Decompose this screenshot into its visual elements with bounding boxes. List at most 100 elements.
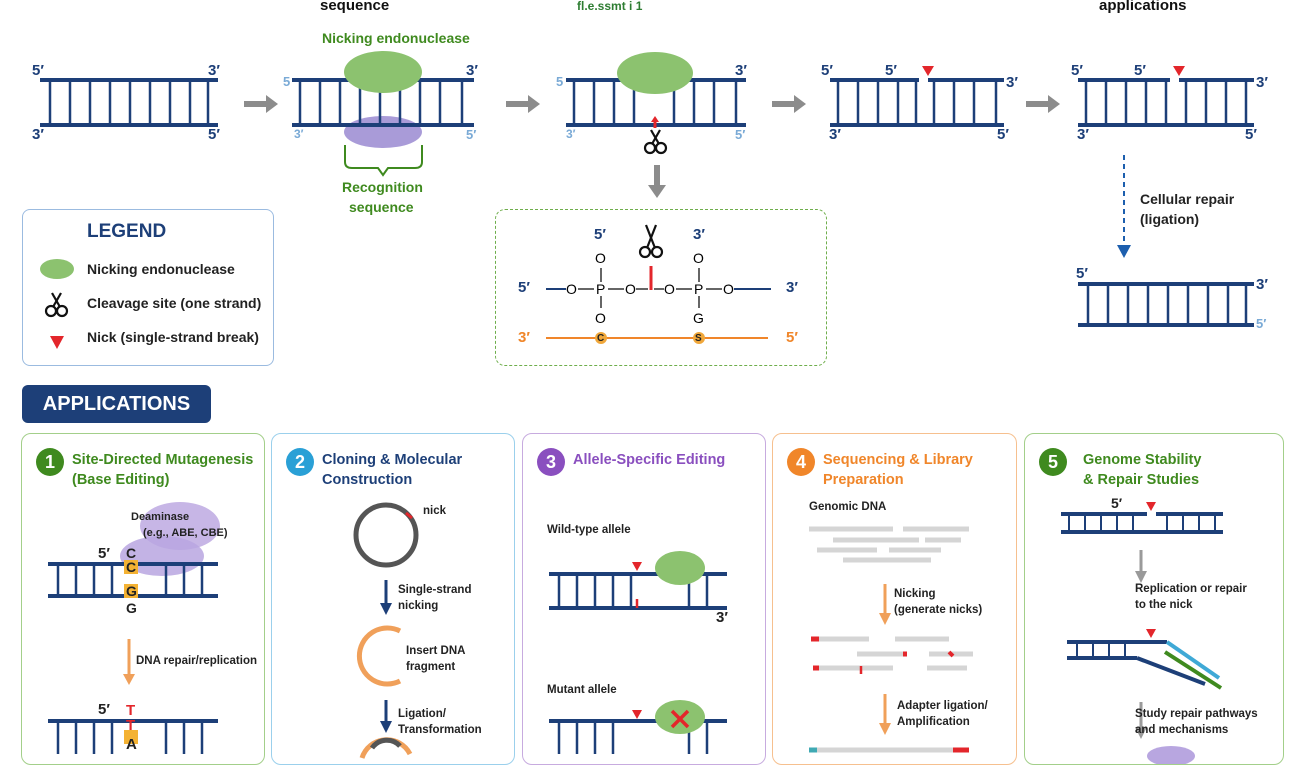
app-card-sequencing: 4 Sequencing & Library Preparation Genom… — [772, 433, 1017, 765]
s6-5prime-top: 5′ — [1076, 265, 1088, 282]
zoom-3prime-top: 3′ — [693, 226, 705, 243]
zoom-5prime-right: 5′ — [786, 329, 798, 346]
down-arrow-icon — [380, 700, 392, 733]
legend-label-nick: Nick (single-strand break) — [87, 329, 259, 345]
recognition-oval-icon — [344, 116, 422, 148]
nicking-enzyme-oval-icon — [344, 51, 422, 93]
red-triangle-icon — [50, 336, 64, 349]
s5-5prime-top-left: 5′ — [1071, 62, 1083, 79]
dna-stage6 — [1078, 282, 1254, 327]
card-number: 4 — [787, 448, 815, 476]
genomic-dna-label: Genomic DNA — [809, 501, 887, 513]
base-editing-diagram — [48, 502, 220, 754]
base-bot-3: A — [126, 736, 137, 753]
deaminase-label: Deaminase — [131, 511, 190, 523]
header-sequence: sequence — [320, 0, 390, 14]
base-c-dot — [595, 332, 607, 344]
legend-icons — [40, 259, 74, 349]
s6-3prime-top: 3′ — [1256, 276, 1268, 293]
nick-triangle-icon — [632, 710, 642, 719]
zoom-3prime-left: 3′ — [518, 329, 530, 346]
dna-stage3 — [566, 52, 746, 155]
legend-label-cleavage: Cleavage site (one strand) — [87, 295, 262, 311]
s4-3prime-bot: 3′ — [829, 126, 841, 143]
card-title-line1: Genome Stability — [1083, 452, 1202, 468]
nick-label: nick — [423, 505, 447, 517]
zoom-5prime-left: 5′ — [518, 279, 530, 296]
card-title-line2: (Base Editing) — [72, 472, 170, 488]
card-title-line2: Construction — [322, 472, 413, 488]
s6-5prime-bot: 5′ — [1256, 316, 1267, 331]
base-bot-2: T — [126, 717, 136, 734]
open-plasmid-icon — [356, 625, 402, 687]
s3-3prime-top: 3′ — [735, 62, 747, 79]
card1-5prime: 5′ — [98, 545, 110, 562]
legend-label-enzyme: Nicking endonuclease — [87, 261, 235, 277]
card2-step3-l1: Ligation/ — [398, 708, 446, 720]
repair-label-2: (ligation) — [1140, 211, 1200, 227]
down-arrow-icon — [879, 694, 891, 735]
s2-5prime-bot: 5′ — [466, 127, 477, 142]
arrow-down-icon — [648, 165, 666, 198]
s5-3prime-bot: 3′ — [1077, 126, 1089, 143]
header-garbled: fl.e.ssmt i 1 — [577, 0, 643, 13]
card-title-line2: Preparation — [823, 472, 904, 488]
card1-5prime-bottom: 5′ — [98, 701, 110, 718]
card2-step1-l1: Single-strand — [398, 584, 472, 596]
s3-3prime-bot: 3′ — [566, 127, 576, 141]
base-s-dot — [693, 332, 705, 344]
zoom-3prime-right: 3′ — [786, 279, 798, 296]
card3-3prime: 3′ — [716, 609, 728, 626]
base-top-1: C — [126, 545, 137, 561]
header-applications: applications — [1099, 0, 1187, 14]
s1-5prime-bot: 5′ — [208, 126, 220, 143]
card4-step1-l2: (generate nicks) — [894, 604, 983, 616]
s5-5prime-bot: 5′ — [1245, 126, 1257, 143]
arrow-right-icon — [772, 95, 806, 113]
base-top-2: C — [126, 559, 137, 575]
card-number: 2 — [286, 448, 314, 476]
app-card-cloning: 2 Cloning & Molecular Construction nick … — [271, 433, 515, 765]
card5-step1-l1: Replication or repair — [1135, 583, 1247, 595]
phosphodiester-diagram — [546, 224, 771, 344]
dna-stage5 — [1078, 66, 1254, 127]
card-title-line2: & Repair Studies — [1083, 472, 1200, 488]
atom-o4: O — [595, 310, 606, 326]
s2-5prime-top: 5 — [283, 74, 291, 89]
scissors-icon — [44, 292, 69, 318]
card2-step2-l1: Insert DNA — [406, 645, 466, 657]
s1-3prime-bot: 3′ — [32, 126, 44, 143]
legend-title: LEGEND — [87, 221, 167, 242]
card5-step1-l2: to the nick — [1135, 599, 1193, 611]
atom-o3: O — [625, 281, 636, 297]
recognition-label-2: sequence — [349, 199, 414, 215]
s3-5prime-bot: 5′ — [735, 127, 746, 142]
card2-step1-l2: nicking — [398, 600, 439, 612]
nick-triangle-icon — [632, 562, 642, 571]
card-number: 3 — [537, 448, 565, 476]
nick-triangle-icon — [1173, 66, 1185, 76]
app-card-genome-stability: 5 Genome Stability & Repair Studies 5′ R… — [1024, 433, 1284, 765]
base-c-label: C — [597, 333, 605, 344]
card4-step1-l1: Nicking — [894, 588, 936, 600]
zoom-5prime-top: 5′ — [594, 226, 606, 243]
enzyme-bound-icon — [655, 551, 705, 585]
legend-panel: LEGEND Nicking endonuclease Cleavage sit… — [22, 209, 274, 366]
nick-triangle-icon — [1146, 629, 1156, 638]
blocked-x-icon — [670, 709, 690, 729]
atom-o7: O — [723, 281, 734, 297]
atom-p1: P — [596, 281, 606, 297]
applications-heading: APPLICATIONS — [22, 385, 211, 423]
recognition-label-1: Recognition — [342, 179, 423, 195]
card-number: 5 — [1039, 448, 1067, 476]
app-card-mutagenesis: 1 Site-Directed Mutagenesis (Base Editin… — [21, 433, 265, 765]
card5-step2-l2: and mechanisms — [1135, 724, 1229, 736]
dna-stage2 — [292, 51, 474, 177]
allele-diagram — [549, 551, 727, 754]
nicking-process-diagram — [40, 51, 1254, 327]
atom-g: G — [693, 310, 704, 326]
deaminase-examples: (e.g., ABE, CBE) — [143, 527, 228, 539]
card-title-line1: Site-Directed Mutagenesis — [72, 452, 254, 468]
plasmid-icon — [353, 502, 419, 568]
s4-3prime-top: 3′ — [1006, 74, 1018, 91]
